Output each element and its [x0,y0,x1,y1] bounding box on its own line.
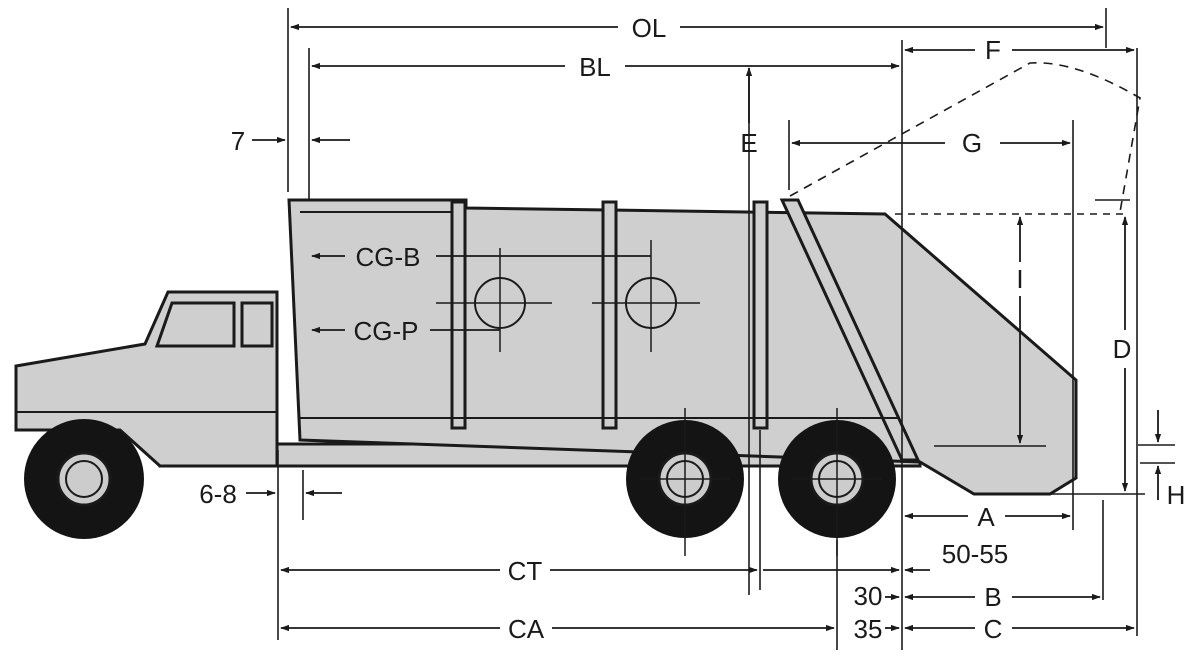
cab-window-left [154,301,236,348]
label-a: A [977,502,995,532]
extension-lines [277,8,1175,650]
label-6-8: 6-8 [199,479,237,509]
label-d: D [1113,334,1132,364]
labels: OL BL F 7 E G CG-B CG-P I D 6-8 H A 50-5… [199,13,1185,644]
body-rib-2 [601,200,618,430]
label-ca: CA [508,614,545,644]
label-ol: OL [632,13,667,43]
body-rib-3 [752,200,769,430]
label-e: E [740,128,757,158]
label-f: F [985,35,1001,65]
dimension-lines [246,23,1162,632]
label-cg-p: CG-P [354,316,419,346]
label-g: G [962,128,982,158]
label-ct: CT [508,556,543,586]
raised-tailgate-outline [789,61,1141,213]
cg-payload-marker [436,248,552,352]
label-35: 35 [854,614,883,644]
body-rib-1 [450,200,467,430]
truck [14,198,1078,496]
label-cg-b: CG-B [356,242,421,272]
label-h: H [1167,480,1186,510]
label-bl: BL [579,52,611,82]
label-c: C [984,614,1003,644]
label-50-55: 50-55 [942,539,1009,569]
rear-wheel-2 [778,408,896,556]
label-i: I [1016,264,1023,294]
front-wheel [24,419,144,539]
cg-body-marker [592,240,700,352]
label-30: 30 [854,581,883,611]
rear-wheel-1 [626,408,744,556]
label-7: 7 [231,126,245,156]
tailgate-panel [779,198,921,462]
label-b: B [984,582,1001,612]
cab-window-right [240,301,274,348]
